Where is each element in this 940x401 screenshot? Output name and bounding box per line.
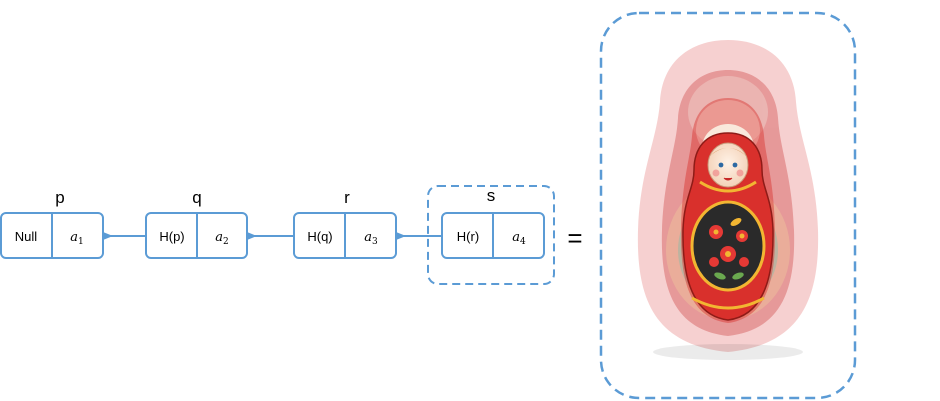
equals-sign: = [567,223,582,253]
node-p-label: p [55,188,64,207]
node-q-label: q [192,188,201,207]
node-s-dashed-frame [427,185,555,285]
node-s-value: a4 [512,230,526,247]
node-p-value: a1 [70,230,84,247]
node-s-label: s [487,186,496,205]
node-r-pointer: H(q) [307,229,332,244]
node-p-pointer: Null [15,229,38,244]
node-s: s H(r) a4 [427,185,555,285]
node-r: r H(q) a3 [293,188,397,259]
node-q: q H(p) a2 [145,188,248,259]
node-r-label: r [344,188,350,207]
matryoshka-dashed-frame [599,11,857,400]
doll-shadow [653,344,803,360]
node-q-pointer: H(p) [159,229,184,244]
matryoshka-doll-illustration [637,40,819,360]
node-q-value: a2 [215,230,229,247]
doll-front [682,132,774,321]
node-p: p Null a1 [0,188,104,259]
node-s-pointer: H(r) [457,229,479,244]
node-r-value: a3 [364,230,378,247]
